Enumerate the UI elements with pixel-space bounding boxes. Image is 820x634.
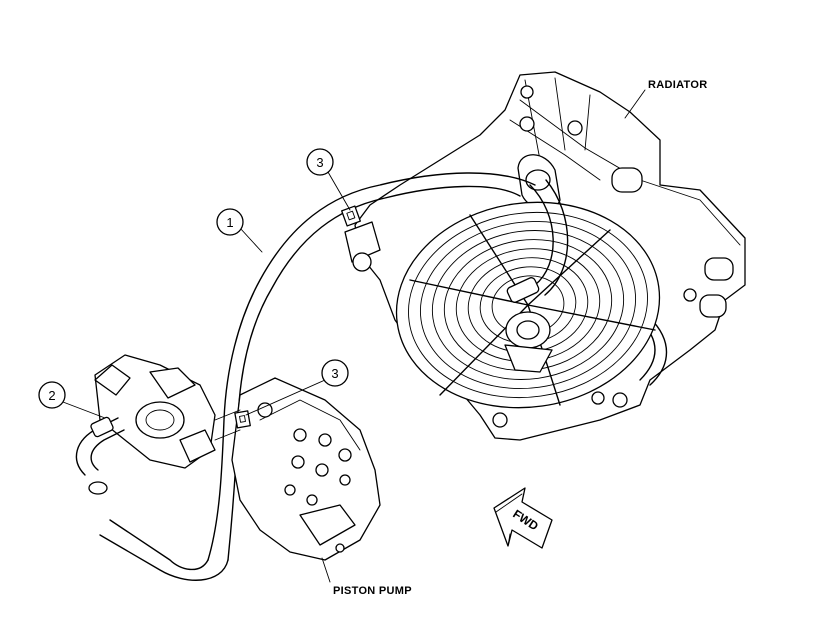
hydraulic-line-1	[99, 172, 536, 581]
clip-upper	[341, 205, 361, 227]
forward-arrow: FWD	[493, 487, 553, 549]
callout-1: 1	[216, 208, 263, 253]
piston-pump-label-group: PISTON PUMP	[321, 557, 412, 597]
radiator-motor-hose	[506, 179, 569, 303]
piston-pump-label: PISTON PUMP	[333, 585, 412, 597]
radiator-label-group: RADIATOR	[624, 79, 707, 119]
radiator-label: RADIATOR	[648, 79, 707, 91]
callout-3-lower: 3	[245, 359, 349, 416]
callout-1-number: 1	[226, 215, 233, 230]
radiator-fan	[395, 201, 661, 409]
piston-pump	[214, 377, 381, 561]
callout-2-number: 2	[48, 388, 55, 403]
callout-3-upper-number: 3	[316, 155, 323, 170]
callout-2: 2	[38, 381, 106, 419]
fitting-2-assembly	[75, 354, 216, 495]
clip-lower	[234, 410, 251, 429]
callout-3-upper: 3	[306, 148, 351, 211]
callout-3-lower-number: 3	[331, 366, 338, 381]
